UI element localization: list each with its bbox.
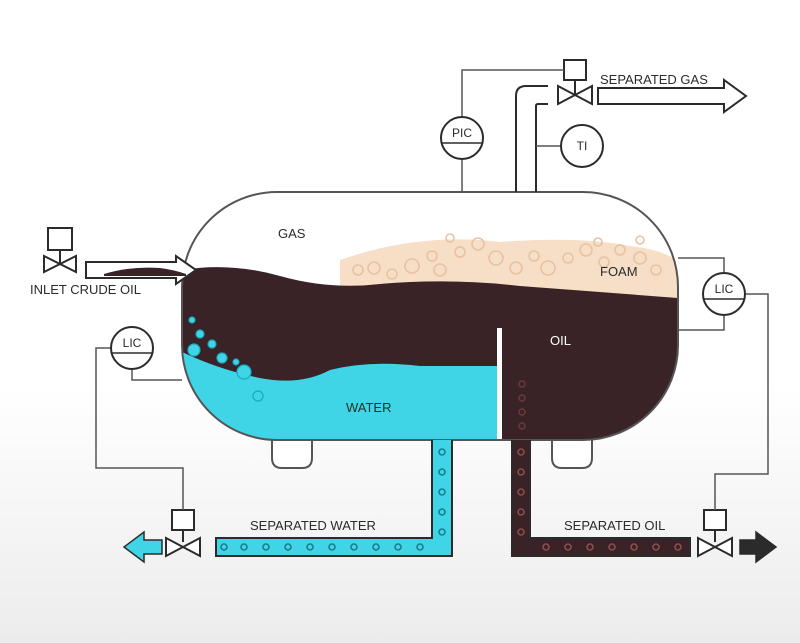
foam-label: FOAM bbox=[600, 264, 638, 279]
water-outflow-arrow bbox=[122, 530, 163, 564]
pic-signal-line-up bbox=[461, 69, 564, 116]
water-droplets bbox=[440, 380, 448, 430]
ti-instrument[interactable] bbox=[560, 124, 604, 168]
water-layer bbox=[182, 352, 500, 440]
gas-outlet-pipe-outer bbox=[515, 85, 548, 192]
oil-droplets bbox=[518, 380, 526, 430]
oil-outlet-pipe bbox=[511, 440, 691, 557]
lic-oil-sense-line-bottom bbox=[678, 316, 725, 331]
pic-instrument[interactable] bbox=[440, 116, 484, 160]
lic-oil-signal-line bbox=[714, 293, 769, 510]
oil-valve[interactable] bbox=[697, 509, 733, 558]
lic-water-label: LIC bbox=[123, 336, 142, 350]
vessel-contents bbox=[182, 233, 678, 440]
weir-plate bbox=[497, 328, 502, 440]
vessel-outline bbox=[181, 191, 679, 441]
lic-water-signal-line bbox=[95, 347, 184, 510]
lic-oil-sense-line-top bbox=[678, 257, 725, 272]
separated-gas-arrow bbox=[597, 78, 748, 114]
lic-water-sense-line bbox=[131, 370, 182, 381]
inlet-label: INLET CRUDE OIL bbox=[30, 282, 141, 297]
water-valve[interactable] bbox=[165, 509, 201, 558]
water-label: WATER bbox=[346, 400, 392, 415]
water-pipe-dots bbox=[220, 448, 446, 551]
oil-outflow-arrow bbox=[739, 530, 778, 564]
separated-gas-label: SEPARATED GAS bbox=[600, 72, 708, 87]
pic-label: PIC bbox=[452, 126, 472, 140]
separated-oil-label: SEPARATED OIL bbox=[564, 518, 665, 533]
water-outlet-pipe bbox=[215, 440, 453, 557]
ti-label: TI bbox=[577, 139, 588, 153]
lic-water-instrument[interactable] bbox=[110, 326, 154, 370]
gas-label: GAS bbox=[278, 226, 306, 241]
oil-pipe-dots bbox=[517, 448, 682, 551]
vessel-leg-right bbox=[551, 440, 593, 469]
vessel-leg-left bbox=[271, 440, 313, 469]
gas-valve[interactable] bbox=[557, 59, 593, 106]
inlet-oil-stream bbox=[104, 267, 186, 276]
lic-oil-label: LIC bbox=[715, 282, 734, 296]
oil-label: OIL bbox=[550, 333, 571, 348]
water-bubbles bbox=[187, 316, 264, 402]
foam-bubbles bbox=[352, 233, 662, 280]
gas-outlet-pipe-inner bbox=[535, 103, 548, 192]
lic-oil-instrument[interactable] bbox=[702, 272, 746, 316]
inlet-valve[interactable] bbox=[43, 227, 77, 274]
separated-water-label: SEPARATED WATER bbox=[250, 518, 376, 533]
